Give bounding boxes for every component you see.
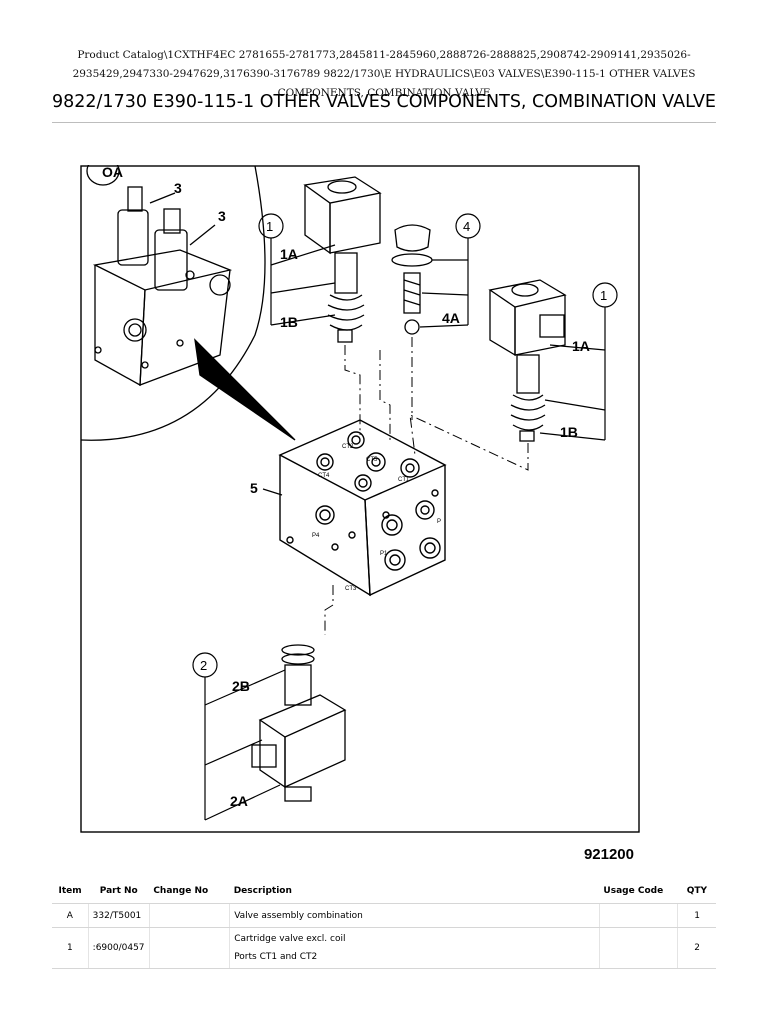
- col-description: Description: [229, 879, 600, 904]
- callout-1b-right: 1B: [560, 424, 578, 440]
- title-divider: [52, 122, 716, 123]
- table-header-row: Item Part No Change No Description Usage…: [52, 879, 716, 904]
- callout-bracket-4: [419, 213, 481, 328]
- callout-1-right: 1: [600, 288, 607, 303]
- diagram-frame: [80, 165, 640, 833]
- callout-3a: 3: [174, 180, 182, 196]
- relief-valve-4: [391, 224, 433, 335]
- callout-1a: 1A: [280, 246, 298, 262]
- port-p: P: [437, 519, 441, 525]
- callout-2: 2: [200, 658, 207, 673]
- callout-1b: 1B: [280, 314, 298, 330]
- port-ct2: CT2: [342, 444, 354, 450]
- port-ct4: CT4: [318, 473, 330, 479]
- cell-description: Valve assembly combination: [229, 903, 600, 928]
- callout-4a: 4A: [442, 310, 460, 326]
- callout-oa-ring: [86, 165, 120, 186]
- col-change-no: Change No: [149, 879, 230, 904]
- cell-part-no: 332/T5001: [87, 903, 150, 928]
- table-row: 1 :6900/0457 Cartridge valve excl. coil …: [52, 927, 716, 969]
- callout-3b: 3: [218, 208, 226, 224]
- cell-change-no: [148, 903, 230, 928]
- callout-2a: 2A: [230, 793, 248, 809]
- cell-description: Cartridge valve excl. coil Ports CT1 and…: [229, 927, 600, 969]
- parts-table: Item Part No Change No Description Usage…: [52, 879, 716, 969]
- manifold-block-5: [278, 419, 447, 597]
- cell-usage-code: [598, 927, 678, 969]
- cell-qty: 1: [677, 903, 716, 928]
- cell-usage-code: [598, 903, 678, 928]
- port-ct3: CT3: [345, 586, 357, 592]
- cartridge-valve-right: [488, 279, 567, 442]
- col-part-no: Part No: [88, 879, 150, 904]
- callout-bracket-2: [192, 652, 286, 821]
- assembly-centerlines: [324, 337, 529, 635]
- port-labels: CT2 CT5 CT4 CT1 CT3 P4 P1 P: [312, 444, 441, 592]
- col-item: Item: [52, 879, 89, 904]
- cartridge-valve-top-left: [303, 176, 382, 343]
- callout-oa: OA: [102, 165, 123, 180]
- cell-qty: 2: [677, 927, 716, 969]
- cell-item: 1: [52, 927, 89, 969]
- cell-change-no: [148, 927, 230, 969]
- callout-1: 1: [266, 219, 273, 234]
- cell-part-no: :6900/0457: [87, 927, 150, 969]
- callout-bracket-1-right: [539, 282, 618, 441]
- figure-number: 921200: [583, 846, 634, 863]
- port-p1: P1: [380, 551, 388, 557]
- callout-2b: 2B: [232, 678, 250, 694]
- callout-4: 4: [463, 219, 470, 234]
- table-row: A 332/T5001 Valve assembly combination 1: [52, 903, 716, 928]
- cell-item: A: [52, 903, 89, 928]
- port-p4: P4: [312, 533, 320, 539]
- exploded-parts-diagram: OA 3 3 1 1A 1B 4 4A: [80, 165, 640, 833]
- breadcrumb: Product Catalog\1CXTHF4EC 2781655-278177…: [72, 49, 696, 99]
- callout-1a-right: 1A: [572, 338, 590, 354]
- solenoid-valve-2: [251, 644, 347, 802]
- col-usage-code: Usage Code: [599, 879, 678, 904]
- page-title: 9822/1730 E390-115-1 OTHER VALVES COMPON…: [52, 92, 716, 112]
- port-ct5: CT5: [366, 457, 378, 463]
- port-ct1: CT1: [398, 477, 410, 483]
- callout-5: 5: [250, 480, 258, 496]
- detail-oa-inset: [80, 165, 296, 441]
- callout-bracket-1: [258, 213, 336, 326]
- col-qty: QTY: [677, 879, 716, 904]
